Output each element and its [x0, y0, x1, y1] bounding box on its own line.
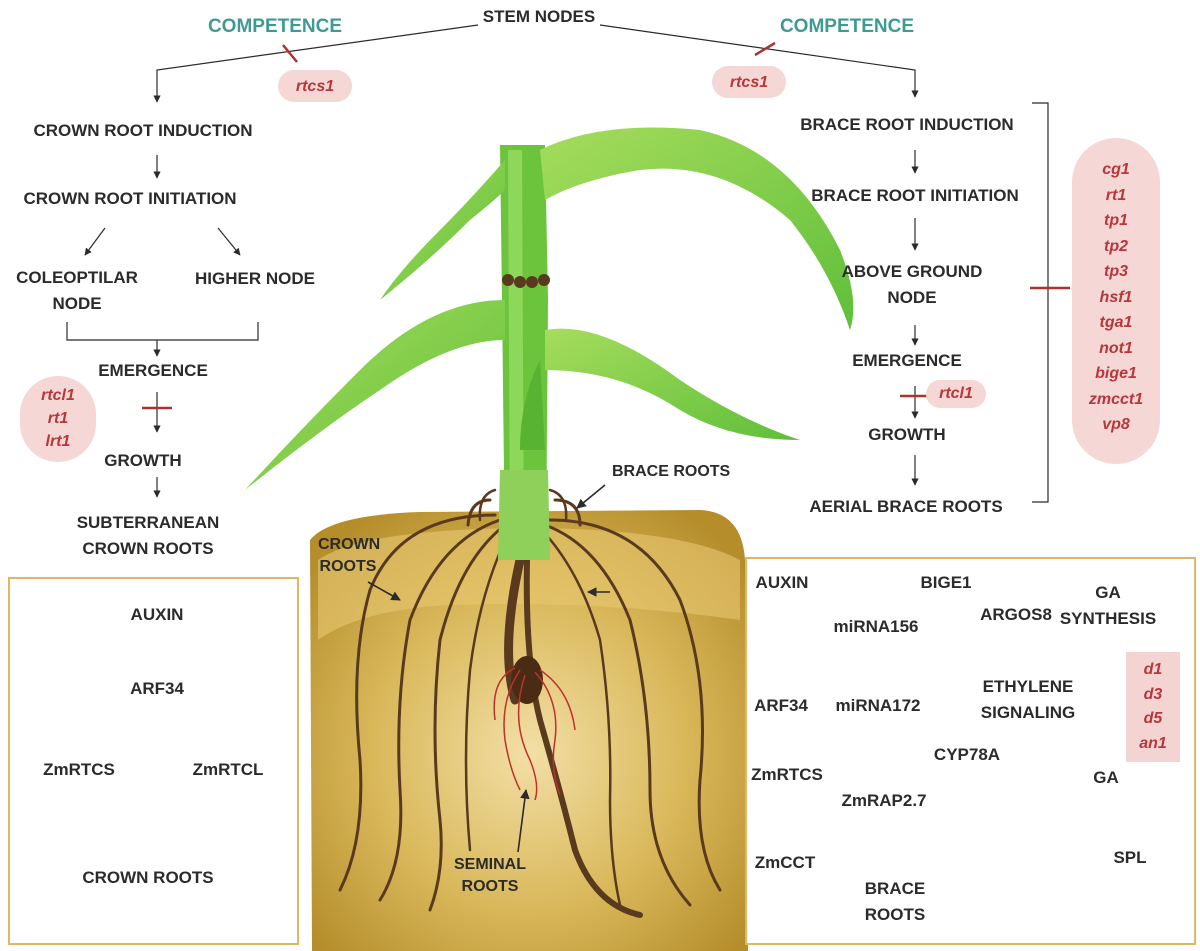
crown-growth: GROWTH: [104, 451, 182, 470]
crown-root-initiation: CROWN ROOT INITIATION: [23, 189, 237, 208]
brace-genes-list: cg1 rt1 tp1 tp2 tp3 hsf1 tga1 not1 bige1…: [1088, 161, 1144, 433]
left-box-zmrtcl: ZmRTCL: [192, 760, 264, 779]
crown-root-induction: CROWN ROOT INDUCTION: [33, 121, 253, 140]
crown-root-regulation-box: [8, 577, 299, 945]
left-box-auxin: AUXIN: [130, 605, 184, 624]
plant-label-arrows: [367, 484, 610, 853]
right-box-ethylene-signaling: ETHYLENE SIGNALING: [980, 677, 1076, 722]
brace-pathway-arrows: [911, 102, 1049, 503]
competence-inhibition-marks: [282, 41, 776, 63]
competence-left-label: COMPETENCE: [207, 16, 343, 37]
right-box-brace-roots: BRACE ROOTS: [864, 879, 926, 924]
brace-emergence: EMERGENCE: [852, 351, 962, 370]
brace-rtcl1-gene: rtcl1: [939, 385, 973, 402]
crown-genes-list: rtcl1 rt1 lrt1: [41, 387, 75, 450]
seminal-roots-illustration: [493, 667, 576, 801]
brace-root-regulation-box: [745, 557, 1196, 945]
rtcs1-left-pill: [278, 70, 352, 102]
brace-roots-plant-label: BRACE ROOTS: [612, 463, 731, 480]
brace-genes-pill: [1072, 138, 1160, 464]
subterranean-crown-roots: SUBTERRANEAN CROWN ROOTS: [76, 513, 220, 558]
brace-growth: GROWTH: [868, 425, 946, 444]
right-box-zmcct: ZmCCT: [754, 853, 816, 872]
root-system-illustration: [338, 488, 722, 918]
right-box-ga-synthesis: GA SYNTHESIS: [1059, 583, 1157, 628]
above-ground-node: ABOVE GROUND NODE: [841, 262, 983, 307]
ga-genes-box: [1126, 652, 1180, 762]
crown-pathway-arrows: [66, 155, 259, 498]
crown-roots-plant-label: CROWN ROOTS: [318, 536, 381, 575]
crown-genes-pill: [20, 376, 96, 462]
right-box-zmrap27: ZmRAP2.7: [841, 791, 927, 810]
left-box-crown-roots: CROWN ROOTS: [82, 868, 214, 887]
seminal-roots-plant-label: SEMINAL ROOTS: [454, 856, 526, 895]
right-box-cyp78a: CYP78A: [933, 745, 1001, 764]
left-box-arf34: ARF34: [130, 679, 184, 698]
right-box-auxin: AUXIN: [755, 573, 809, 592]
right-box-spl: SPL: [1113, 848, 1147, 867]
rtcs1-right-gene: rtcs1: [729, 74, 769, 91]
ga-genes-list: d1 d3 d5 an1: [1139, 661, 1167, 752]
brace-inhibition-marks: [900, 286, 1070, 398]
right-box-zmrtcs: ZmRTCS: [751, 765, 823, 784]
stem-nodes-label: STEM NODES: [482, 7, 596, 26]
right-box-mirna156: miRNA156: [833, 617, 919, 636]
coleoptilar-node: COLEOPTILAR NODE: [16, 268, 138, 313]
rtcs1-left-gene: rtcs1: [295, 78, 335, 95]
crown-emergence: EMERGENCE: [98, 361, 208, 380]
higher-node: HIGHER NODE: [195, 269, 315, 288]
rtcs1-right-pill: [712, 66, 786, 98]
right-box-bige1: BIGE1: [920, 573, 972, 592]
aerial-brace-roots: AERIAL BRACE ROOTS: [809, 497, 1003, 516]
right-box-mirna172: miRNA172: [835, 696, 921, 715]
competence-right-label: COMPETENCE: [779, 16, 915, 37]
brace-root-initiation: BRACE ROOT INITIATION: [811, 186, 1019, 205]
maize-shoot-illustration: [245, 127, 854, 560]
right-box-argos8: ARGOS8: [980, 605, 1052, 624]
right-box-ga: GA: [1093, 768, 1119, 787]
brace-root-induction: BRACE ROOT INDUCTION: [800, 115, 1014, 134]
brace-rtcl1-pill: [926, 380, 986, 408]
left-box-zmrtcs: ZmRTCS: [43, 760, 115, 779]
top-connectors: [153, 24, 919, 103]
right-box-arf34: ARF34: [754, 696, 808, 715]
